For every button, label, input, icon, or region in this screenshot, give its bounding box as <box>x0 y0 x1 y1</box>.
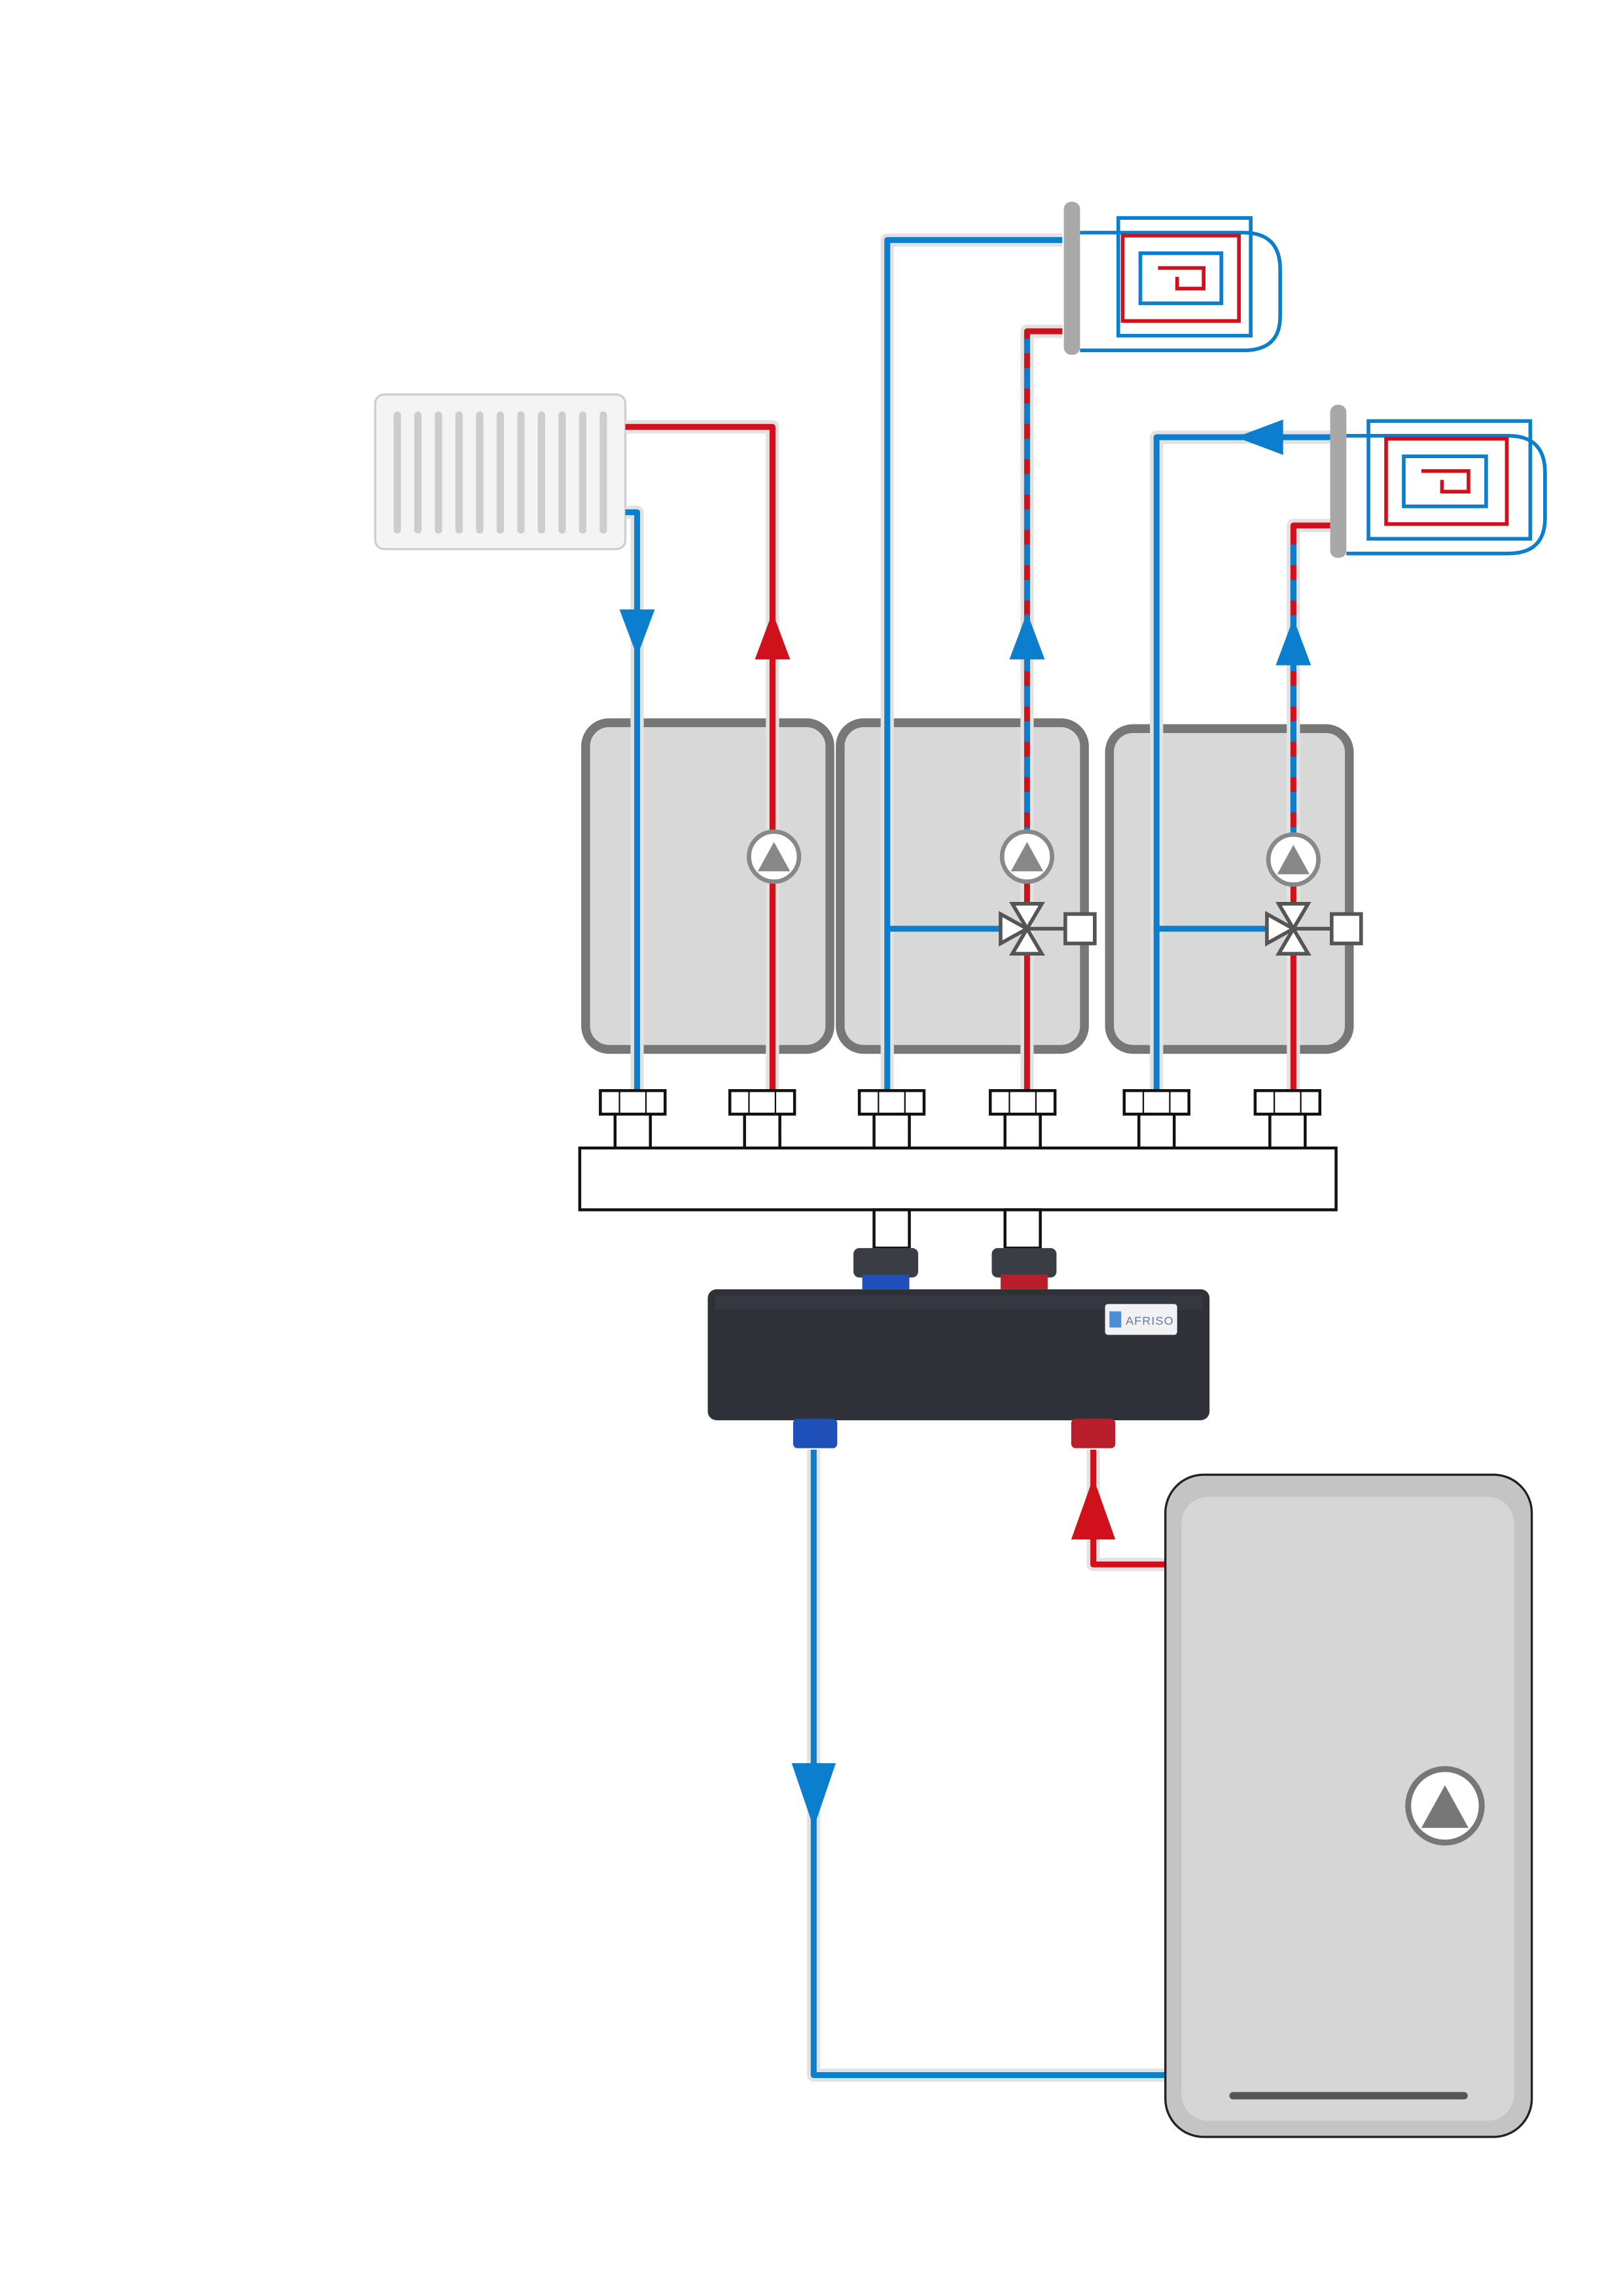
radiator-icon <box>374 393 627 550</box>
floor-heating-coil-icon <box>1080 216 1282 353</box>
pump-module-3 <box>1105 724 1354 1054</box>
afriso-logo: AFRISO <box>1105 1304 1177 1335</box>
pump-icon <box>747 829 1321 887</box>
boiler-return-pipe <box>810 1449 1166 2078</box>
flow-arrow-icon <box>619 420 1311 1828</box>
radiator-return-pipe <box>625 509 641 1092</box>
mixing-valve-icon <box>999 901 1363 956</box>
pump-module-1 <box>581 718 834 1054</box>
pump-module-2 <box>836 718 1089 1054</box>
distribution-header <box>578 1146 1338 1211</box>
floor-manifold-2 <box>1330 404 1347 558</box>
hydraulic-separator: AFRISO <box>707 1289 1210 1448</box>
floor-manifold-1 <box>1063 202 1080 355</box>
floor1-return-pipe <box>884 237 1063 1092</box>
floor-heating-coil-icon <box>1346 419 1547 556</box>
pipe-fittings <box>599 1089 1322 1151</box>
svg-text:AFRISO: AFRISO <box>1126 1314 1174 1327</box>
boiler-icon <box>1164 1473 1533 2138</box>
boiler-supply-pipe <box>1090 1449 1166 1568</box>
